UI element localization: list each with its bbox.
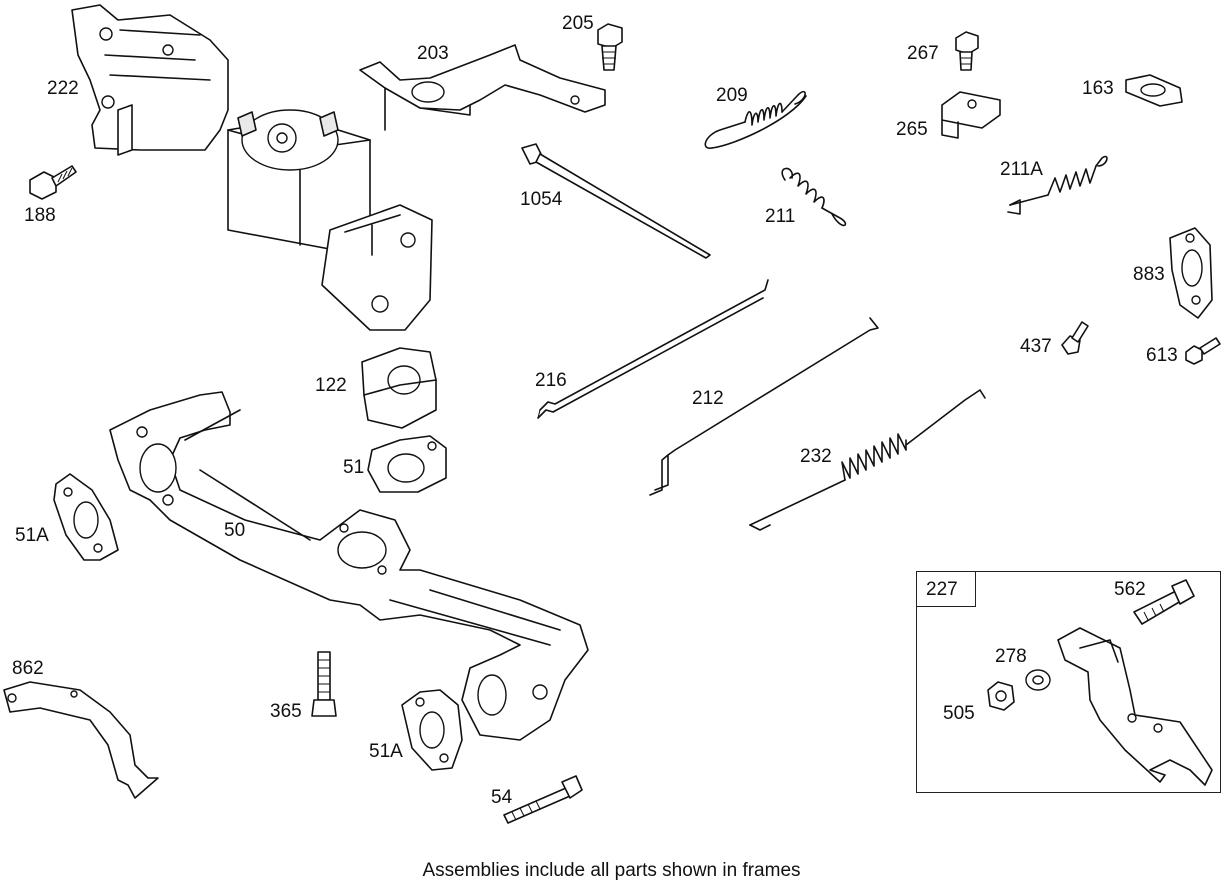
label-122: 122 (315, 375, 347, 396)
part-122-spacer-drawing (361, 347, 437, 429)
label-613: 613 (1146, 345, 1178, 366)
part-862-bracket-drawing (3, 681, 159, 799)
label-862: 862 (12, 658, 44, 679)
part-163-gasket-drawing (1125, 74, 1183, 107)
label-211a: 211A (1000, 159, 1043, 180)
label-50: 50 (224, 520, 246, 541)
label-505: 505 (943, 703, 975, 724)
label-265: 265 (896, 119, 928, 140)
label-365: 365 (270, 701, 302, 722)
part-222-bracket-drawing (71, 4, 433, 331)
label-203: 203 (417, 43, 449, 64)
part-267-bolt-drawing (955, 31, 979, 71)
label-267: 267 (907, 43, 939, 64)
part-205-bolt-drawing (597, 23, 623, 71)
part-209-spring-drawing (704, 90, 807, 149)
part-365-stud-drawing (311, 651, 337, 717)
label-216: 216 (535, 370, 567, 391)
label-211: 211 (765, 206, 796, 227)
label-883: 883 (1133, 264, 1165, 285)
label-163: 163 (1082, 78, 1114, 99)
footer-note: Assemblies include all parts shown in fr… (422, 860, 801, 881)
part-265-clip-drawing (941, 91, 1001, 139)
label-51: 51 (343, 457, 365, 478)
label-205: 205 (562, 13, 594, 34)
part-1054-tie-drawing (521, 143, 711, 259)
label-278: 278 (995, 646, 1027, 667)
label-227: 227 (926, 579, 958, 600)
label-212: 212 (692, 388, 724, 409)
part-211-spring-drawing (781, 167, 847, 227)
part-232-spring-drawing (749, 389, 986, 531)
part-613-screw-drawing (1185, 337, 1221, 365)
assembly-frame (916, 571, 1221, 793)
part-227-assembly-drawing (987, 579, 1213, 786)
label-51a-left: 51A (15, 525, 49, 546)
label-54: 54 (491, 787, 513, 808)
part-437-screw-drawing (1061, 321, 1089, 355)
part-188-bolt-drawing (29, 165, 77, 200)
label-437: 437 (1020, 336, 1052, 357)
label-51a-lower: 51A (369, 741, 403, 762)
part-51-gasket-drawing (367, 435, 447, 493)
part-51a-lower-gasket-drawing (401, 689, 463, 771)
assembly-frame-tag: 227 (916, 571, 976, 607)
label-232: 232 (800, 446, 832, 467)
label-562: 562 (1114, 579, 1146, 600)
part-211a-spring-drawing (1007, 155, 1108, 215)
label-188: 188 (24, 205, 56, 226)
part-883-gasket-drawing (1169, 227, 1213, 319)
part-51a-left-gasket-drawing (53, 473, 119, 561)
part-54-bolt-drawing (503, 775, 583, 824)
part-212-rod-drawing (649, 317, 879, 496)
part-203-plate-drawing (359, 44, 606, 131)
label-222: 222 (47, 78, 79, 99)
part-216-rod-drawing (537, 279, 769, 419)
label-209: 209 (716, 85, 748, 106)
part-50-manifold-drawing (109, 391, 589, 741)
label-1054: 1054 (520, 189, 563, 210)
